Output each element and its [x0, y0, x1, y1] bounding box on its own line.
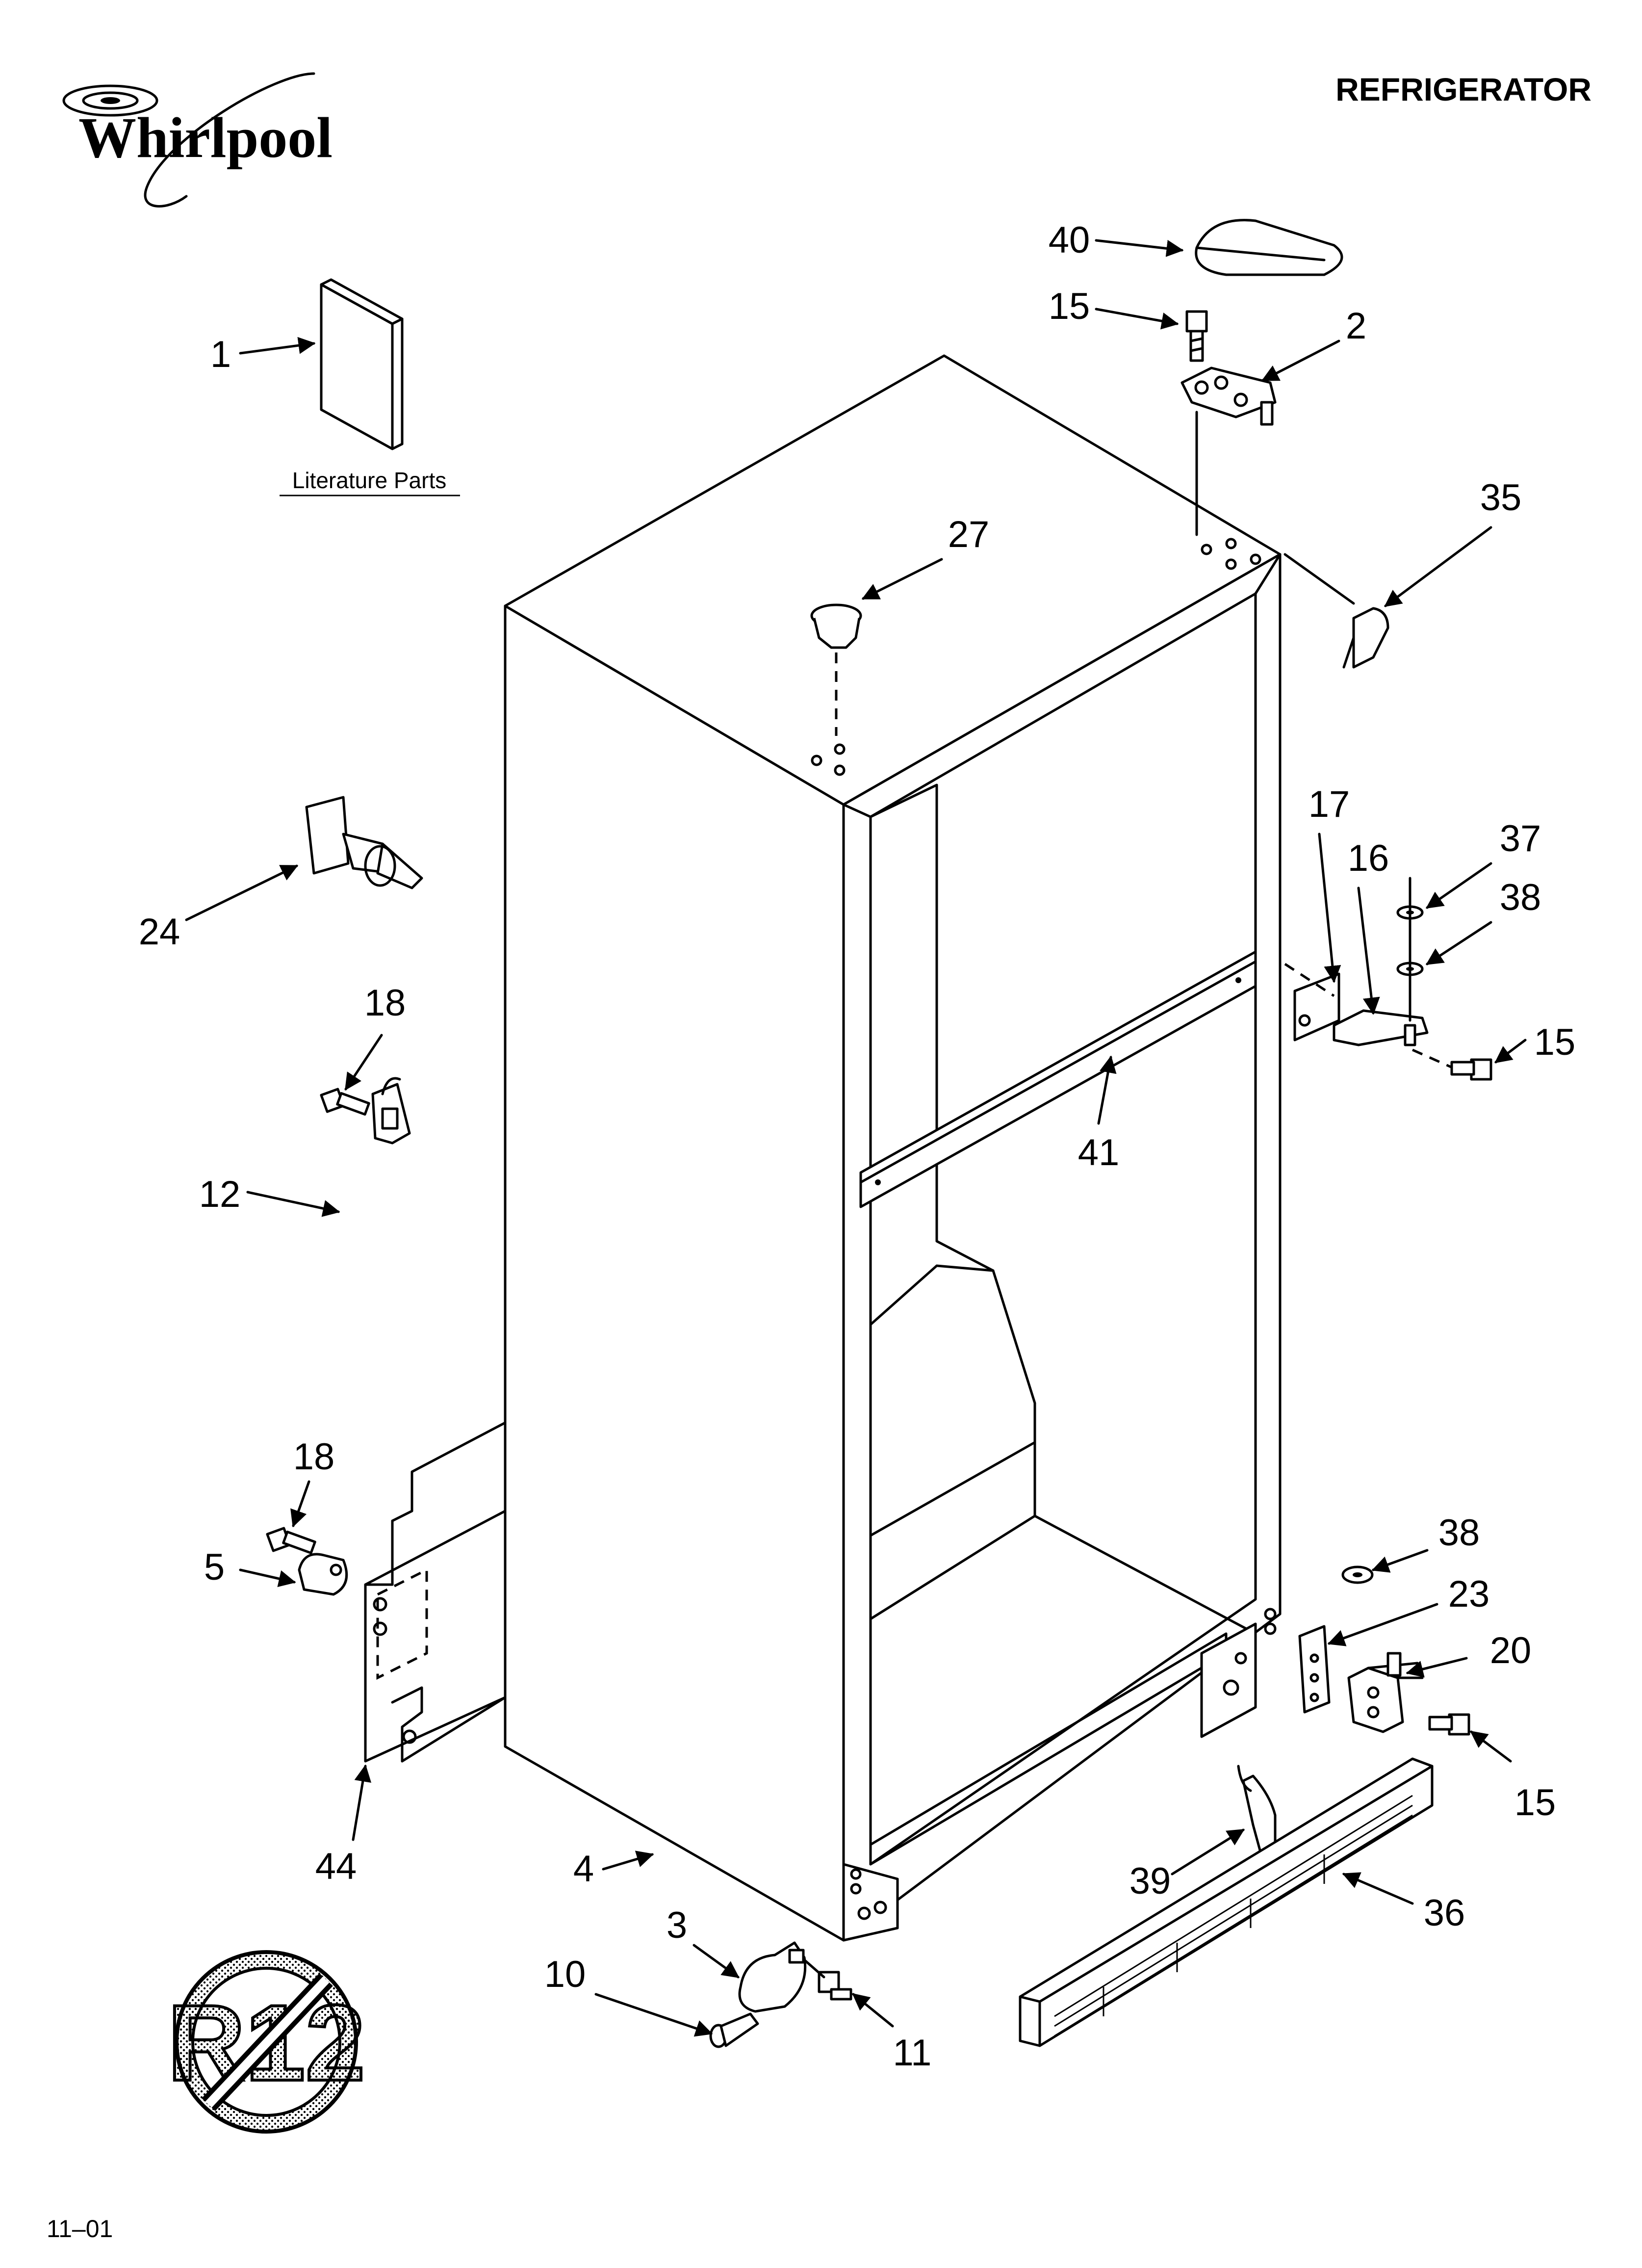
spacer-23 [1298, 1625, 1331, 1714]
page-title: REFRIGERATOR [1335, 71, 1591, 107]
center-hinge-group [1284, 877, 1458, 1071]
screw-clip-5 [266, 1527, 348, 1596]
cabinet-front [842, 553, 1282, 1942]
callout-3: 3 [667, 1904, 687, 1946]
callout-38-upper: 38 [1500, 877, 1541, 918]
callout-4: 4 [573, 1848, 594, 1890]
screw-clip-12 [320, 1077, 411, 1145]
callout-12: 12 [199, 1173, 241, 1215]
pin-10 [709, 2012, 759, 2048]
cabinet-side-panel [504, 604, 845, 1942]
callout-2: 2 [1346, 305, 1366, 347]
callout-44: 44 [315, 1846, 357, 1887]
callout-20: 20 [1490, 1630, 1532, 1671]
plug-27 [810, 603, 862, 649]
bottom-hinge-20 [1347, 1652, 1424, 1733]
callout-41: 41 [1078, 1132, 1120, 1173]
grille-clip-39 [1237, 1765, 1277, 1853]
callout-5: 5 [204, 1546, 225, 1588]
callout-18-lower: 18 [293, 1436, 335, 1478]
brand-name: Whirlpool [78, 105, 333, 170]
callout-18-upper: 18 [364, 982, 406, 1024]
callout-40: 40 [1049, 219, 1090, 261]
callout-23: 23 [1448, 1573, 1490, 1615]
callout-10: 10 [544, 1954, 586, 1995]
refrigerator-cabinet [504, 354, 1282, 1942]
callout-38-lower: 38 [1438, 1512, 1480, 1554]
literature-parts-item: Literature Parts [280, 278, 460, 496]
toe-grille-36 [1019, 1757, 1434, 2047]
callout-11: 11 [893, 2032, 932, 2074]
no-r12-badge: R12 [166, 1950, 367, 2134]
callout-27: 27 [948, 514, 990, 555]
callout-15-middle: 15 [1534, 1021, 1576, 1063]
part-35 [1342, 607, 1389, 669]
hinge-screw-bottom [1428, 1713, 1470, 1736]
screw-11 [803, 1958, 852, 2001]
whirlpool-logo: Whirlpool [62, 72, 333, 208]
callout-36: 36 [1424, 1892, 1465, 1934]
callout-1: 1 [210, 334, 231, 375]
r12-text: R12 [167, 1982, 365, 2103]
rear-panel-44 [364, 1421, 507, 1763]
callout-labels: 1 40 15 2 35 27 24 18 12 17 16 37 38 15 … [139, 219, 1576, 2074]
leveler-3 [738, 1941, 807, 2013]
leader-lines [185, 239, 1527, 2037]
center-divider-41 [859, 950, 1257, 1208]
callout-15-bottom: 15 [1514, 1782, 1556, 1824]
callout-24: 24 [139, 911, 180, 953]
callout-15-top: 15 [1049, 286, 1090, 327]
bracket-24 [305, 796, 423, 889]
revision-code: 11–01 [47, 2215, 113, 2242]
callout-39: 39 [1129, 1860, 1171, 1902]
callout-35: 35 [1480, 477, 1522, 519]
literature-parts-label: Literature Parts [292, 468, 446, 493]
hinge-screw-middle [1450, 1058, 1492, 1081]
callout-16: 16 [1348, 837, 1389, 879]
hinge-cover-40 [1195, 219, 1343, 276]
callout-17: 17 [1308, 783, 1350, 825]
top-hinge-2 [1180, 366, 1277, 426]
callout-37: 37 [1500, 818, 1541, 860]
hinge-screw-top [1185, 310, 1208, 362]
